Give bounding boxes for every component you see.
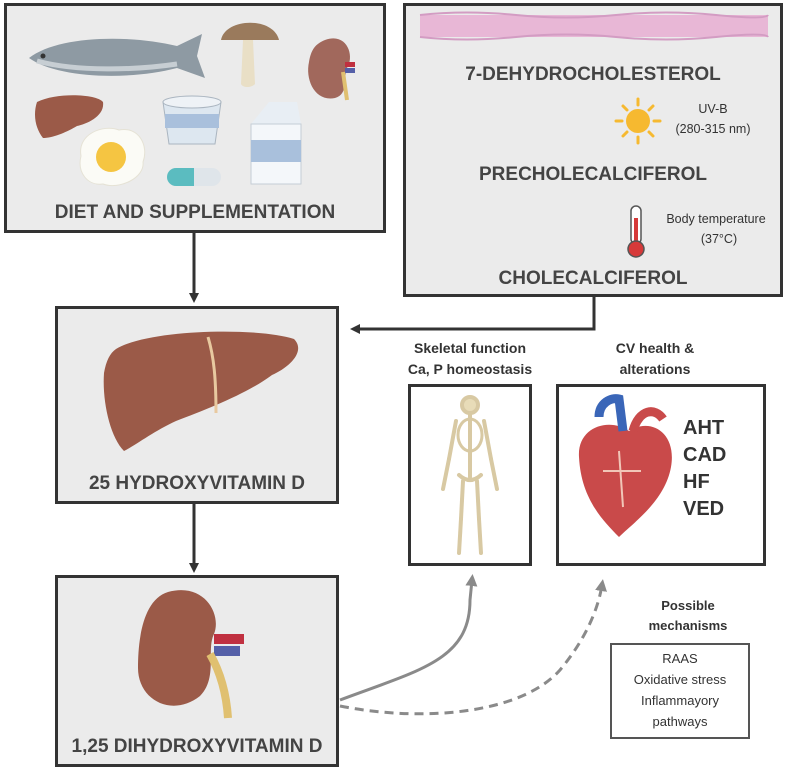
cv-box: AHT CAD HF VED [556, 384, 766, 566]
skeletal-heading-line1: Skeletal function [413, 340, 527, 356]
kidney-icon [138, 590, 244, 719]
mechanism-item: Oxidative stress [633, 672, 727, 687]
body-temperature-value: (37°C) [700, 232, 738, 246]
uvb-label: UV-B [698, 102, 728, 116]
sun-icon [614, 97, 662, 145]
arrow-kidney-to-cv [339, 579, 607, 716]
diet-illustrations [29, 22, 355, 186]
egg-icon [79, 127, 146, 186]
kidney-small-icon [308, 38, 355, 101]
liver-icon [103, 331, 299, 451]
liver-small-icon [35, 95, 104, 138]
body-temperature-label: Body temperature [666, 212, 766, 226]
cv-heading-line2: alterations [619, 361, 691, 377]
step-precholecalciferol: PRECHOLECALCIFEROL [479, 164, 707, 185]
liver-box-title: 25 HYDROXYVITAMIN D [88, 473, 306, 494]
skin-synthesis-box: 7-DEHYDROCHOLESTEROL UV-B (280-315 nm) P… [403, 3, 783, 297]
cv-item-ved: VED [683, 498, 725, 520]
skin-layer-icon [419, 11, 769, 41]
cv-item-aht: AHT [683, 417, 725, 439]
milk-carton-icon [250, 102, 302, 185]
arrow-kidney-to-skeletal [339, 574, 478, 702]
liver-box: 25 HYDROXYVITAMIN D [55, 306, 339, 504]
step-7-dehydrocholesterol: 7-DEHYDROCHOLESTEROL [465, 64, 721, 85]
skeletal-box [408, 384, 532, 566]
step-cholecalciferol: CHOLECALCIFEROL [498, 268, 688, 289]
fish-icon [29, 34, 205, 78]
diet-box: DIET AND SUPPLEMENTATION [4, 3, 386, 233]
cv-item-hf: HF [683, 471, 710, 493]
cv-heading-line1: CV health & [615, 340, 695, 356]
diet-box-title: DIET AND SUPPLEMENTATION [54, 202, 336, 223]
mechanism-item: pathways [652, 714, 708, 729]
mechanism-item: RAAS [662, 651, 698, 666]
cv-item-cad: CAD [683, 444, 727, 466]
skeleton-icon [441, 395, 499, 555]
heart-icon [578, 394, 672, 537]
mechanisms-heading-line2: mechanisms [648, 618, 728, 633]
thermometer-icon [627, 205, 645, 258]
kidney-box: 1,25 DIHYDROXYVITAMIN D [55, 575, 339, 767]
kidney-box-title: 1,25 DIHYDROXYVITAMIN D [71, 736, 323, 757]
mushroom-icon [221, 22, 279, 87]
capsule-icon [167, 168, 221, 186]
yogurt-icon [162, 95, 222, 145]
mechanisms-heading-line1: Possible [661, 598, 715, 613]
mechanisms-box: RAAS Oxidative stress Inflammayory pathw… [610, 643, 750, 739]
skeletal-heading-line2: Ca, P homeostasis [407, 361, 533, 377]
mechanism-item: Inflammayory [640, 693, 720, 708]
arrow-skin-to-liver [350, 296, 596, 334]
uvb-wavelength: (280-315 nm) [675, 122, 751, 136]
